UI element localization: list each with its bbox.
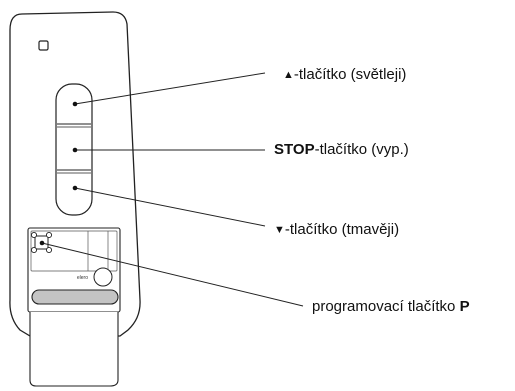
label-down-button: ▼-tlačítko (tmavěji) — [274, 221, 399, 240]
label-up-text: -tlačítko (světleji) — [293, 66, 407, 83]
brand-mark: elero — [77, 275, 88, 281]
leader-program — [39, 240, 304, 307]
battery-cover — [29, 312, 119, 387]
compartment-inner — [30, 230, 118, 272]
label-program-bold: P — [459, 298, 470, 315]
grip-bar — [31, 289, 119, 305]
label-down-text: -tlačítko (tmavěji) — [284, 221, 400, 238]
leader-down — [72, 185, 266, 227]
up-triangle-icon: ▲ — [283, 69, 294, 81]
leader-stop — [72, 147, 265, 153]
label-program-text: programovací tlačítko — [312, 298, 460, 315]
battery-cell — [93, 267, 113, 287]
down-triangle-icon: ▼ — [274, 224, 285, 236]
label-stop-text: -tlačítko (vyp.) — [314, 141, 409, 158]
leader-up — [72, 72, 266, 107]
label-stop-button: STOP-tlačítko (vyp.) — [274, 141, 409, 159]
label-program-button: programovací tlačítko P — [312, 298, 470, 316]
label-stop-bold: STOP — [274, 141, 315, 158]
indicator-square — [38, 40, 49, 51]
label-up-button: ▲-tlačítko (světleji) — [283, 66, 406, 85]
